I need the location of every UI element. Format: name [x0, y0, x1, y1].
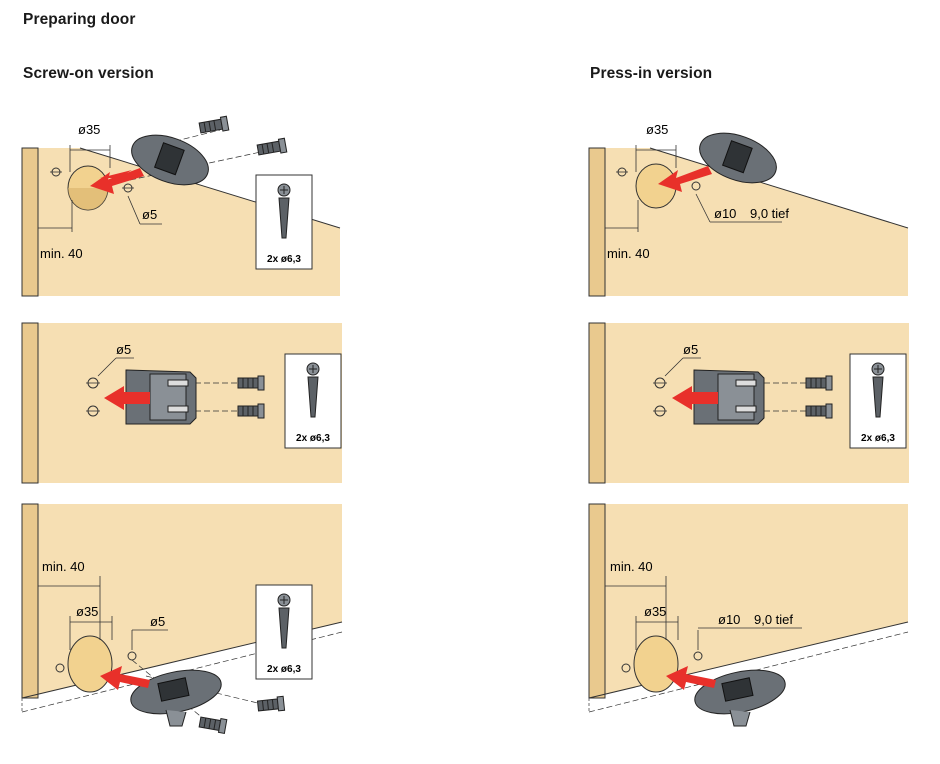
left-step2-panel: 2x ø6,3 ø5: [21, 322, 342, 484]
pilot-hole: [621, 663, 631, 673]
insert-arrow: [666, 666, 716, 690]
left-step1-panel: 2x ø6,3 ø35 ø5 min. 40: [21, 115, 341, 297]
insert-arrow: [672, 386, 718, 410]
dowel-hole: [691, 181, 701, 191]
screw: [237, 375, 265, 391]
dim-pilot: ø5: [116, 342, 131, 357]
dim-pilot: ø5: [142, 207, 157, 222]
screw: [256, 137, 288, 156]
press-in-heading: Press-in version: [590, 65, 713, 82]
door-edge: [588, 322, 606, 484]
dim-depth: 9,0 tief: [754, 612, 793, 627]
dim-depth: 9,0 tief: [750, 206, 789, 221]
right-step1-panel: ø35 ø10 9,0 tief min. 40: [588, 122, 909, 297]
dim-edge: min. 40: [42, 559, 85, 574]
dim-cup: ø35: [78, 122, 100, 137]
screw-box-label: 2x ø6,3: [267, 664, 301, 675]
insert-arrow: [104, 386, 150, 410]
page-title: Preparing door: [23, 11, 136, 28]
cup-hole: [633, 635, 679, 693]
screw: [198, 115, 230, 134]
door-edge: [21, 322, 39, 484]
screw: [805, 403, 833, 419]
dim-pilot: ø5: [150, 614, 165, 629]
dim-cup: ø35: [76, 604, 98, 619]
screw-box-label: 2x ø6,3: [861, 433, 895, 444]
door-edge: [21, 147, 39, 297]
door-edge: [21, 503, 39, 699]
dim-hole: ø10: [714, 206, 736, 221]
door-edge: [588, 503, 606, 699]
dim-hole: ø10: [718, 612, 740, 627]
dim-cup: ø35: [646, 122, 668, 137]
dim-edge: min. 40: [610, 559, 653, 574]
screw-box-label: 2x ø6,3: [296, 433, 330, 444]
screw-box-label: 2x ø6,3: [267, 254, 301, 265]
left-step3-panel: 2x ø6,3 min. 40 ø35 ø5: [21, 503, 343, 734]
screw: [198, 716, 228, 734]
insert-arrow: [100, 666, 150, 690]
screw: [805, 375, 833, 391]
pilot-hole: [55, 663, 65, 673]
screw-on-heading: Screw-on version: [23, 65, 154, 82]
cup-hole: [67, 635, 113, 693]
insert-arrow: [658, 166, 712, 192]
right-step2-panel: 2x ø6,3 ø5: [588, 322, 909, 484]
screw: [256, 695, 286, 712]
screw: [237, 403, 265, 419]
dim-cup: ø35: [644, 604, 666, 619]
right-step3-panel: min. 40 ø35 ø10 9,0 tief: [588, 503, 909, 727]
door-edge: [588, 147, 606, 297]
dim-edge: min. 40: [607, 246, 650, 261]
dim-pilot: ø5: [683, 342, 698, 357]
dowel-hole: [693, 651, 703, 661]
dim-edge: min. 40: [40, 246, 83, 261]
insert-arrow: [90, 168, 144, 194]
